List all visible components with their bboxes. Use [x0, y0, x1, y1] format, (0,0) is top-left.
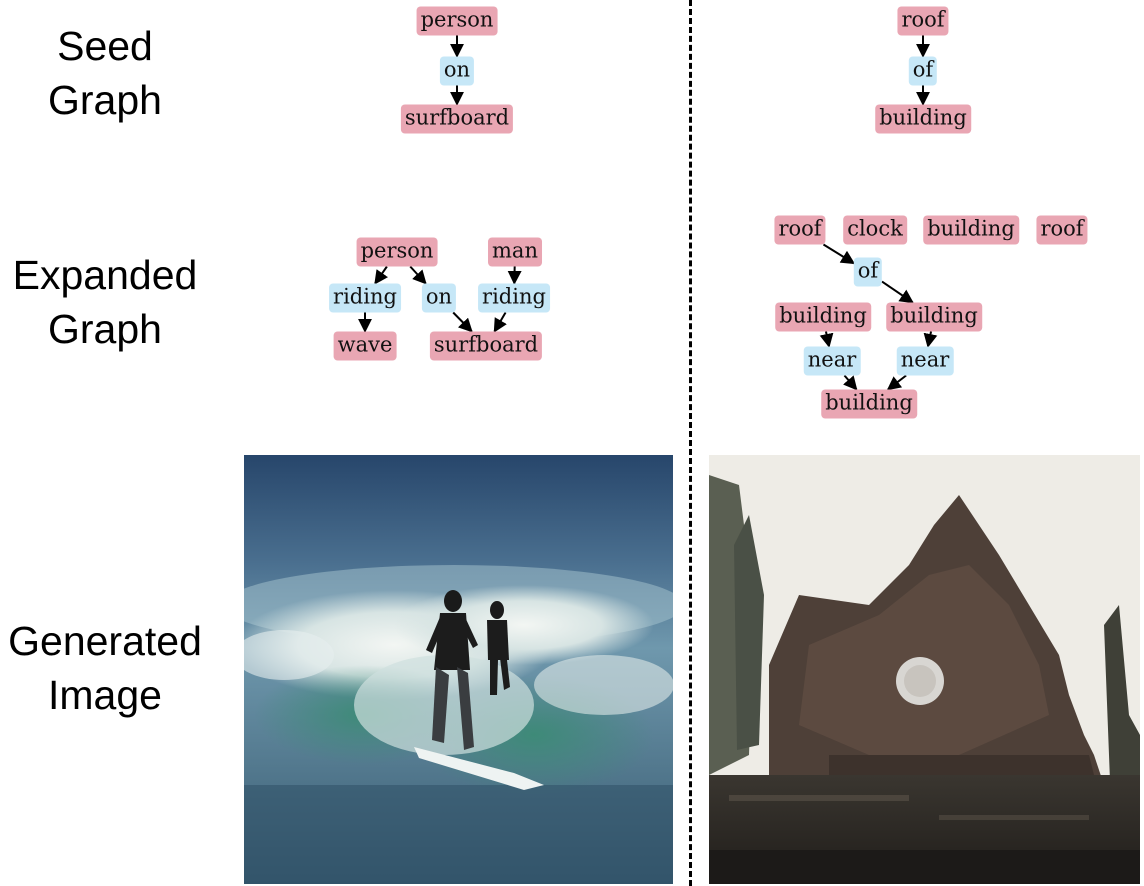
expanded-graph-label-line1: Expanded [12, 252, 198, 298]
expanded-left-node-riding2: riding [478, 283, 550, 313]
expanded-right-node-building3: building [821, 389, 917, 419]
expanded-left-edge-person-riding1 [374, 265, 389, 285]
expanded-left-node-wave: wave [333, 331, 397, 361]
seed-left-node-o: on [439, 56, 475, 86]
expanded-right-edge-building2-near2 [923, 331, 938, 348]
expanded-right-node-building0: building [923, 215, 1019, 245]
expanded-left-node-person: person [356, 237, 438, 267]
expanded-right-edge-of-building2 [881, 280, 914, 304]
expanded-left-edge-riding2-surfboard [493, 311, 507, 333]
expanded-right-node-near1: near [803, 346, 861, 376]
expanded-right-node-roof2: roof [1036, 215, 1088, 245]
seed-graph-label-line2: Graph [48, 77, 162, 123]
expanded-left-node-surfboard: surfboard [429, 331, 543, 361]
generated-image-label-line1: Generated [8, 618, 202, 664]
expanded-right-node-clock: clock [843, 215, 907, 245]
seed-right-node-r: roof [897, 6, 949, 36]
expanded-graph-label-line2: Graph [48, 306, 162, 352]
generated-image-label-line2: Image [48, 672, 162, 718]
expanded-left-edge-on-surfboard [452, 311, 473, 333]
expanded-right-edge-near2-building3 [886, 374, 907, 391]
seed-left-node-p: person [416, 6, 498, 36]
seed-graph-label-line1: Seed [57, 23, 153, 69]
expanded-right-edge-roof1-of [822, 243, 856, 265]
expanded-left-node-on: on [421, 283, 457, 313]
seed-graph-label: Seed Graph [0, 19, 210, 127]
seed-right-node-of: of [908, 56, 938, 86]
seed-right-node-b: building [875, 104, 971, 134]
expanded-right-node-roof1: roof [774, 215, 826, 245]
expanded-right-node-building1: building [775, 302, 871, 332]
expanded-right-node-near2: near [896, 346, 954, 376]
expanded-left-node-riding1: riding [329, 283, 401, 313]
expanded-right-edge-near1-building3 [842, 374, 858, 391]
expanded-left-node-man: man [488, 237, 542, 267]
expanded-left-edge-person-on [409, 265, 427, 285]
generated-church-image [709, 455, 1140, 884]
generated-surfers-image [244, 455, 673, 884]
expanded-right-node-of: of [853, 257, 883, 287]
expanded-right-edge-building1-near1 [819, 331, 834, 348]
expanded-right-node-building2: building [886, 302, 982, 332]
expanded-graph-label: Expanded Graph [0, 248, 210, 356]
column-divider [689, 0, 692, 886]
generated-image-label: Generated Image [0, 614, 210, 722]
seed-left-node-s: surfboard [400, 104, 514, 134]
